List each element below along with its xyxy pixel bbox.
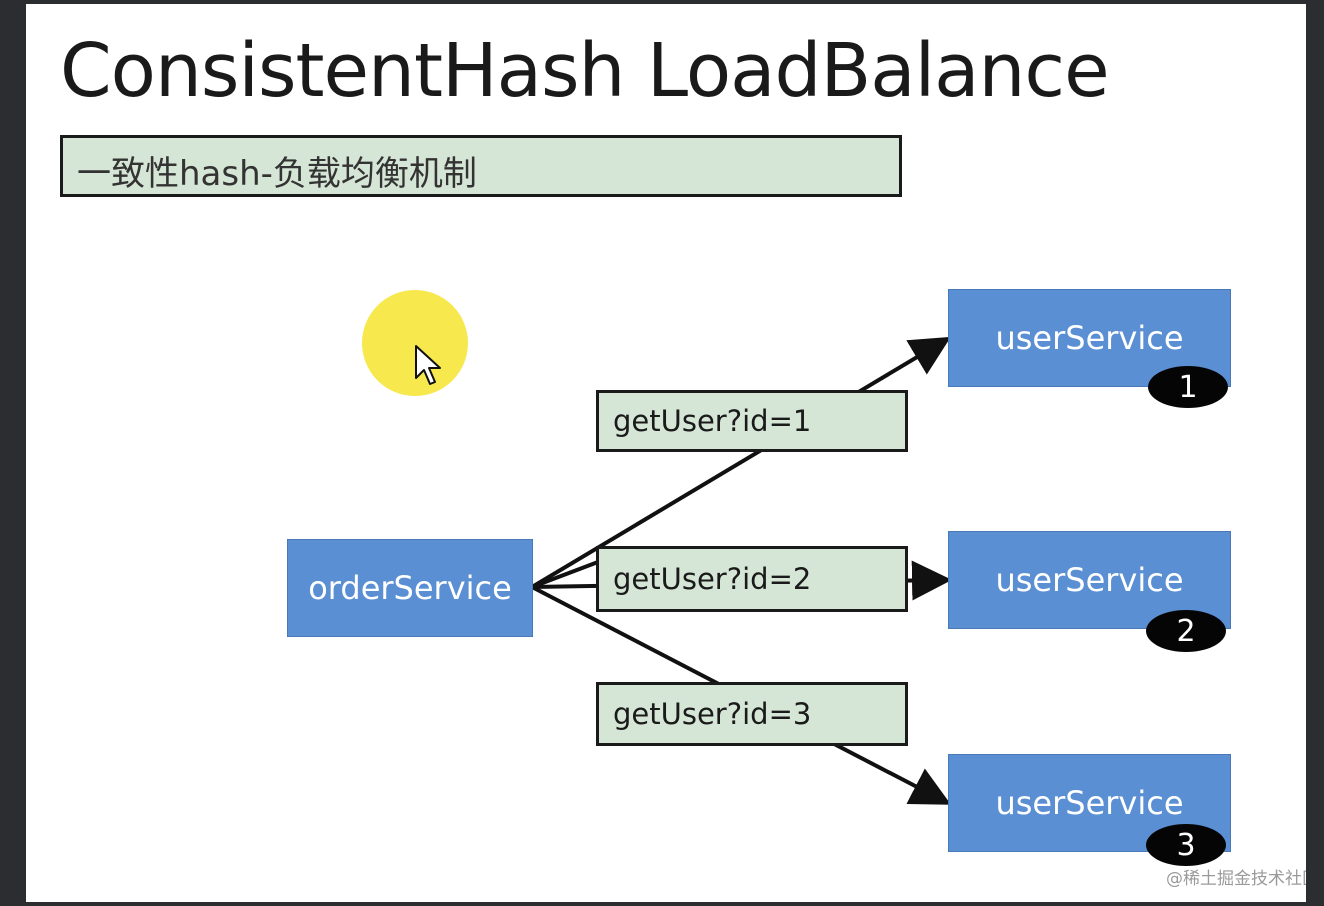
request-box-2: getUser?id=2 xyxy=(596,546,908,612)
mouse-pointer-icon xyxy=(415,345,441,385)
user-service-badge-1: 1 xyxy=(1148,366,1228,408)
user-service-label-2: userService xyxy=(995,561,1184,599)
request-box-3: getUser?id=3 xyxy=(596,682,908,746)
request-label-3: getUser?id=3 xyxy=(613,697,812,731)
slide-title: ConsistentHash LoadBalance xyxy=(60,28,1110,114)
cursor-highlight xyxy=(362,290,468,396)
subtitle-text: 一致性hash-负载均衡机制 xyxy=(77,154,477,194)
order-service-label: orderService xyxy=(308,569,512,607)
watermark: @稀土掘金技术社区 xyxy=(1166,869,1306,889)
user-service-label-3: userService xyxy=(995,784,1184,822)
user-service-badge-2: 2 xyxy=(1146,610,1226,652)
user-service-badge-label-1: 1 xyxy=(1178,369,1198,405)
user-service-badge-3: 3 xyxy=(1146,824,1226,866)
request-label-2: getUser?id=2 xyxy=(613,562,812,596)
user-service-badge-label-3: 3 xyxy=(1176,827,1196,863)
subtitle-box: 一致性hash-负载均衡机制 xyxy=(60,135,902,197)
request-label-1: getUser?id=1 xyxy=(613,404,812,438)
slide: ConsistentHash LoadBalance 一致性hash-负载均衡机… xyxy=(26,4,1306,902)
connector-line-split xyxy=(531,560,599,589)
order-service-box: orderService xyxy=(287,539,533,637)
request-box-1: getUser?id=1 xyxy=(596,390,908,452)
user-service-badge-label-2: 2 xyxy=(1176,613,1196,649)
user-service-label-1: userService xyxy=(995,319,1184,357)
